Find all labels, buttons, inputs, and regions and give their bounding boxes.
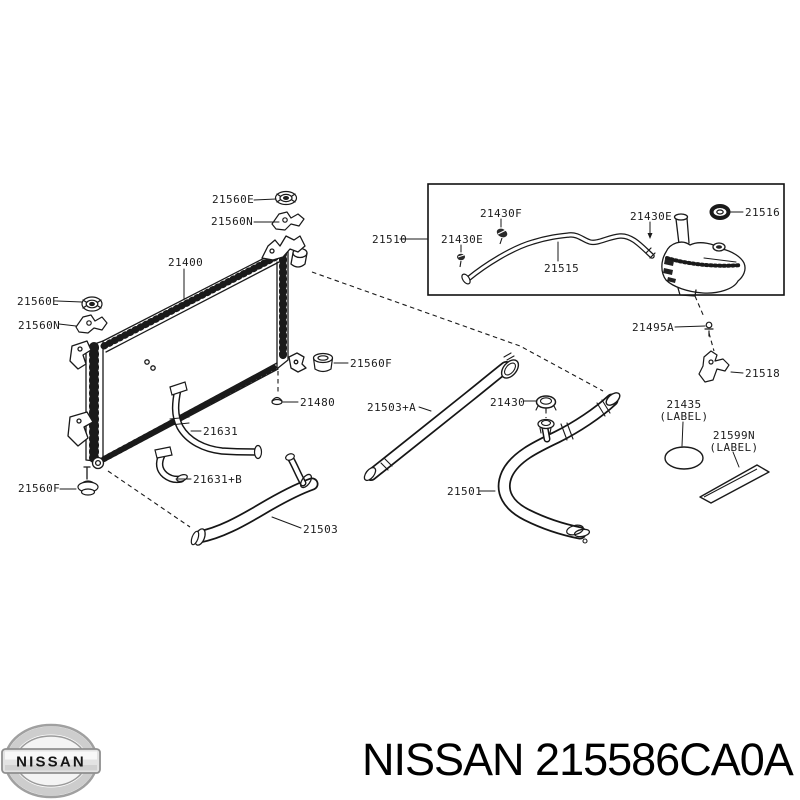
part-label-21560e-left: 21560E — [17, 295, 60, 308]
part-label-21480: 21480 — [300, 396, 336, 409]
part-label-21560f-bl: 21560F — [18, 482, 61, 495]
part-label-21430: 21430 — [490, 396, 526, 409]
part-label-21560e-top: 21560E — [212, 193, 255, 206]
part-label-21503: 21503 — [303, 523, 339, 536]
hose-21501 — [497, 392, 621, 544]
reservoir-cap-21516 — [709, 204, 731, 220]
part-label-21560f-mid: 21560F — [350, 357, 393, 370]
part-label-21435-number: 21435 — [666, 398, 702, 411]
part-number-title: NISSAN 215586CA0A — [362, 734, 794, 785]
nissan-logo-text: NISSAN — [16, 754, 86, 771]
part-label-21516: 21516 — [745, 206, 781, 219]
part-label-21515: 21515 — [544, 262, 580, 275]
part-label-21631b: 21631+B — [193, 473, 243, 486]
part-label-21599n: 21599N (LABEL) — [699, 430, 769, 454]
part-label-21599n-suffix: (LABEL) — [709, 441, 759, 454]
bracket-and-bolt — [698, 321, 730, 383]
part-label-21560n-left: 21560N — [18, 319, 61, 332]
nissan-logo: NISSAN — [1, 723, 101, 799]
part-label-21400: 21400 — [168, 256, 204, 269]
hose-21631B — [154, 446, 188, 484]
part-label-21510: 21510 — [372, 233, 408, 246]
reservoir-tank-drawing — [661, 213, 746, 297]
part-label-21599n-number: 21599N — [712, 429, 756, 442]
leader-lines — [56, 198, 744, 529]
part-label-21430f: 21430F — [480, 207, 523, 220]
sticker-shapes — [664, 446, 770, 504]
part-label-21631: 21631 — [203, 425, 239, 438]
part-label-21435-suffix: (LABEL) — [659, 410, 709, 423]
hose-21503A — [363, 352, 520, 482]
part-label-21560n-top: 21560N — [211, 215, 254, 228]
mount-parts — [75, 190, 334, 496]
part-label-21435: 21435 (LABEL) — [649, 399, 719, 423]
part-label-21501: 21501 — [447, 485, 483, 498]
cap-21430 — [535, 395, 557, 412]
part-label-21503a: 21503+A — [367, 401, 417, 414]
part-label-21430e-right: 21430E — [630, 210, 673, 223]
dashed-guide-lines — [107, 271, 715, 528]
radiator-drawing — [67, 235, 308, 480]
pipe-21631 — [169, 381, 263, 460]
part-label-21495a: 21495A — [632, 321, 675, 334]
hose-21503 — [190, 453, 319, 546]
overflow-hose-21515 — [461, 232, 656, 285]
part-label-21430e-left: 21430E — [441, 233, 484, 246]
hose-clips — [457, 228, 508, 268]
part-label-21518: 21518 — [745, 367, 781, 380]
